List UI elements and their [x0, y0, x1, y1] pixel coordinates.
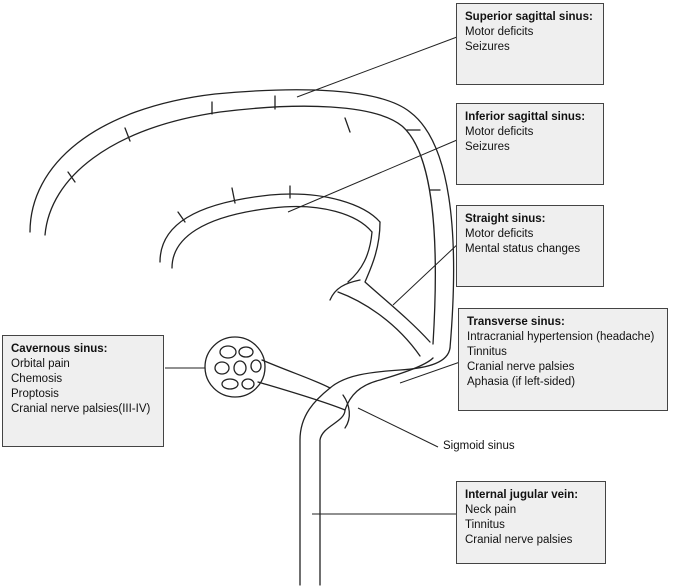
- sigmoid-sinus-label: Sigmoid sinus: [443, 440, 515, 452]
- box-line: Seizures: [465, 41, 510, 53]
- leader-inferior-sagittal: [287, 139, 458, 213]
- transverse-sinus-box: Transverse sinus: Intracranial hypertens…: [458, 308, 668, 411]
- cavernous-sinus-box: Cavernous sinus: Orbital pain Chemosis P…: [2, 335, 164, 447]
- box-line: Intracranial hypertension (headache): [467, 331, 655, 343]
- box-title: Transverse sinus:: [467, 316, 565, 328]
- superior-sagittal-sinus-outer: [29, 89, 455, 349]
- box-title: Cavernous sinus:: [11, 343, 108, 355]
- box-title: Superior sagittal sinus:: [465, 11, 593, 23]
- box-line: Motor deficits: [465, 126, 534, 138]
- vein-of-galen: [329, 279, 361, 301]
- leader-transverse: [399, 361, 461, 384]
- box-line: Orbital pain: [11, 358, 70, 370]
- internal-jugular-vein-box: Internal jugular vein: Neck pain Tinnitu…: [456, 481, 606, 564]
- box-line: Chemosis: [11, 373, 63, 385]
- box-line: Motor deficits: [465, 228, 534, 240]
- superior-sagittal-sinus-inner: [44, 105, 436, 345]
- cortical-vein-stub: [67, 95, 441, 191]
- box-title: Inferior sagittal sinus:: [465, 111, 586, 123]
- box-line: Motor deficits: [465, 26, 534, 38]
- straight-sinus-outer: [364, 221, 431, 343]
- inferior-sagittal-sinus-box: Inferior sagittal sinus: Motor deficits …: [456, 103, 604, 185]
- inferior-sagittal-stub: [177, 185, 291, 223]
- box-line: Neck pain: [465, 504, 517, 516]
- sigmoid-sinus-inner: [319, 409, 346, 586]
- box-line: Proptosis: [11, 388, 59, 400]
- box-title: Internal jugular vein:: [465, 489, 579, 501]
- leader-straight: [392, 241, 461, 306]
- straight-sinus-box: Straight sinus: Motor deficits Mental st…: [456, 205, 604, 287]
- sigmoid-bend: [342, 394, 350, 429]
- box-line: Cranial nerve palsies: [467, 361, 575, 373]
- box-line: Cranial nerve palsies(III-IV): [11, 403, 151, 415]
- transverse-sinus-top: [329, 347, 451, 389]
- transverse-sinus-bottom: [344, 357, 434, 411]
- sigmoid-sinus-outer: [299, 387, 331, 586]
- leader-sigmoid: [357, 407, 439, 448]
- box-line: Mental status changes: [465, 243, 581, 255]
- box-line: Tinnitus: [467, 346, 507, 358]
- cavernous-sinus-network: [204, 336, 266, 398]
- box-line: Tinnitus: [465, 519, 505, 531]
- box-line: Cranial nerve palsies: [465, 534, 573, 546]
- petrosal-sinus-lower: [257, 381, 346, 411]
- box-line: Aphasia (if left-sided): [467, 376, 576, 388]
- superior-sagittal-sinus-box: Superior sagittal sinus: Motor deficits …: [456, 3, 604, 85]
- inferior-sagittal-sinus-outer: [159, 193, 381, 263]
- leader-superior-sagittal: [296, 36, 458, 98]
- box-line: Seizures: [465, 141, 510, 153]
- box-title: Straight sinus:: [465, 213, 546, 225]
- straight-sinus-inner: [337, 231, 421, 357]
- inferior-sagittal-sinus-inner: [171, 205, 373, 269]
- petrosal-sinus-upper: [261, 359, 331, 389]
